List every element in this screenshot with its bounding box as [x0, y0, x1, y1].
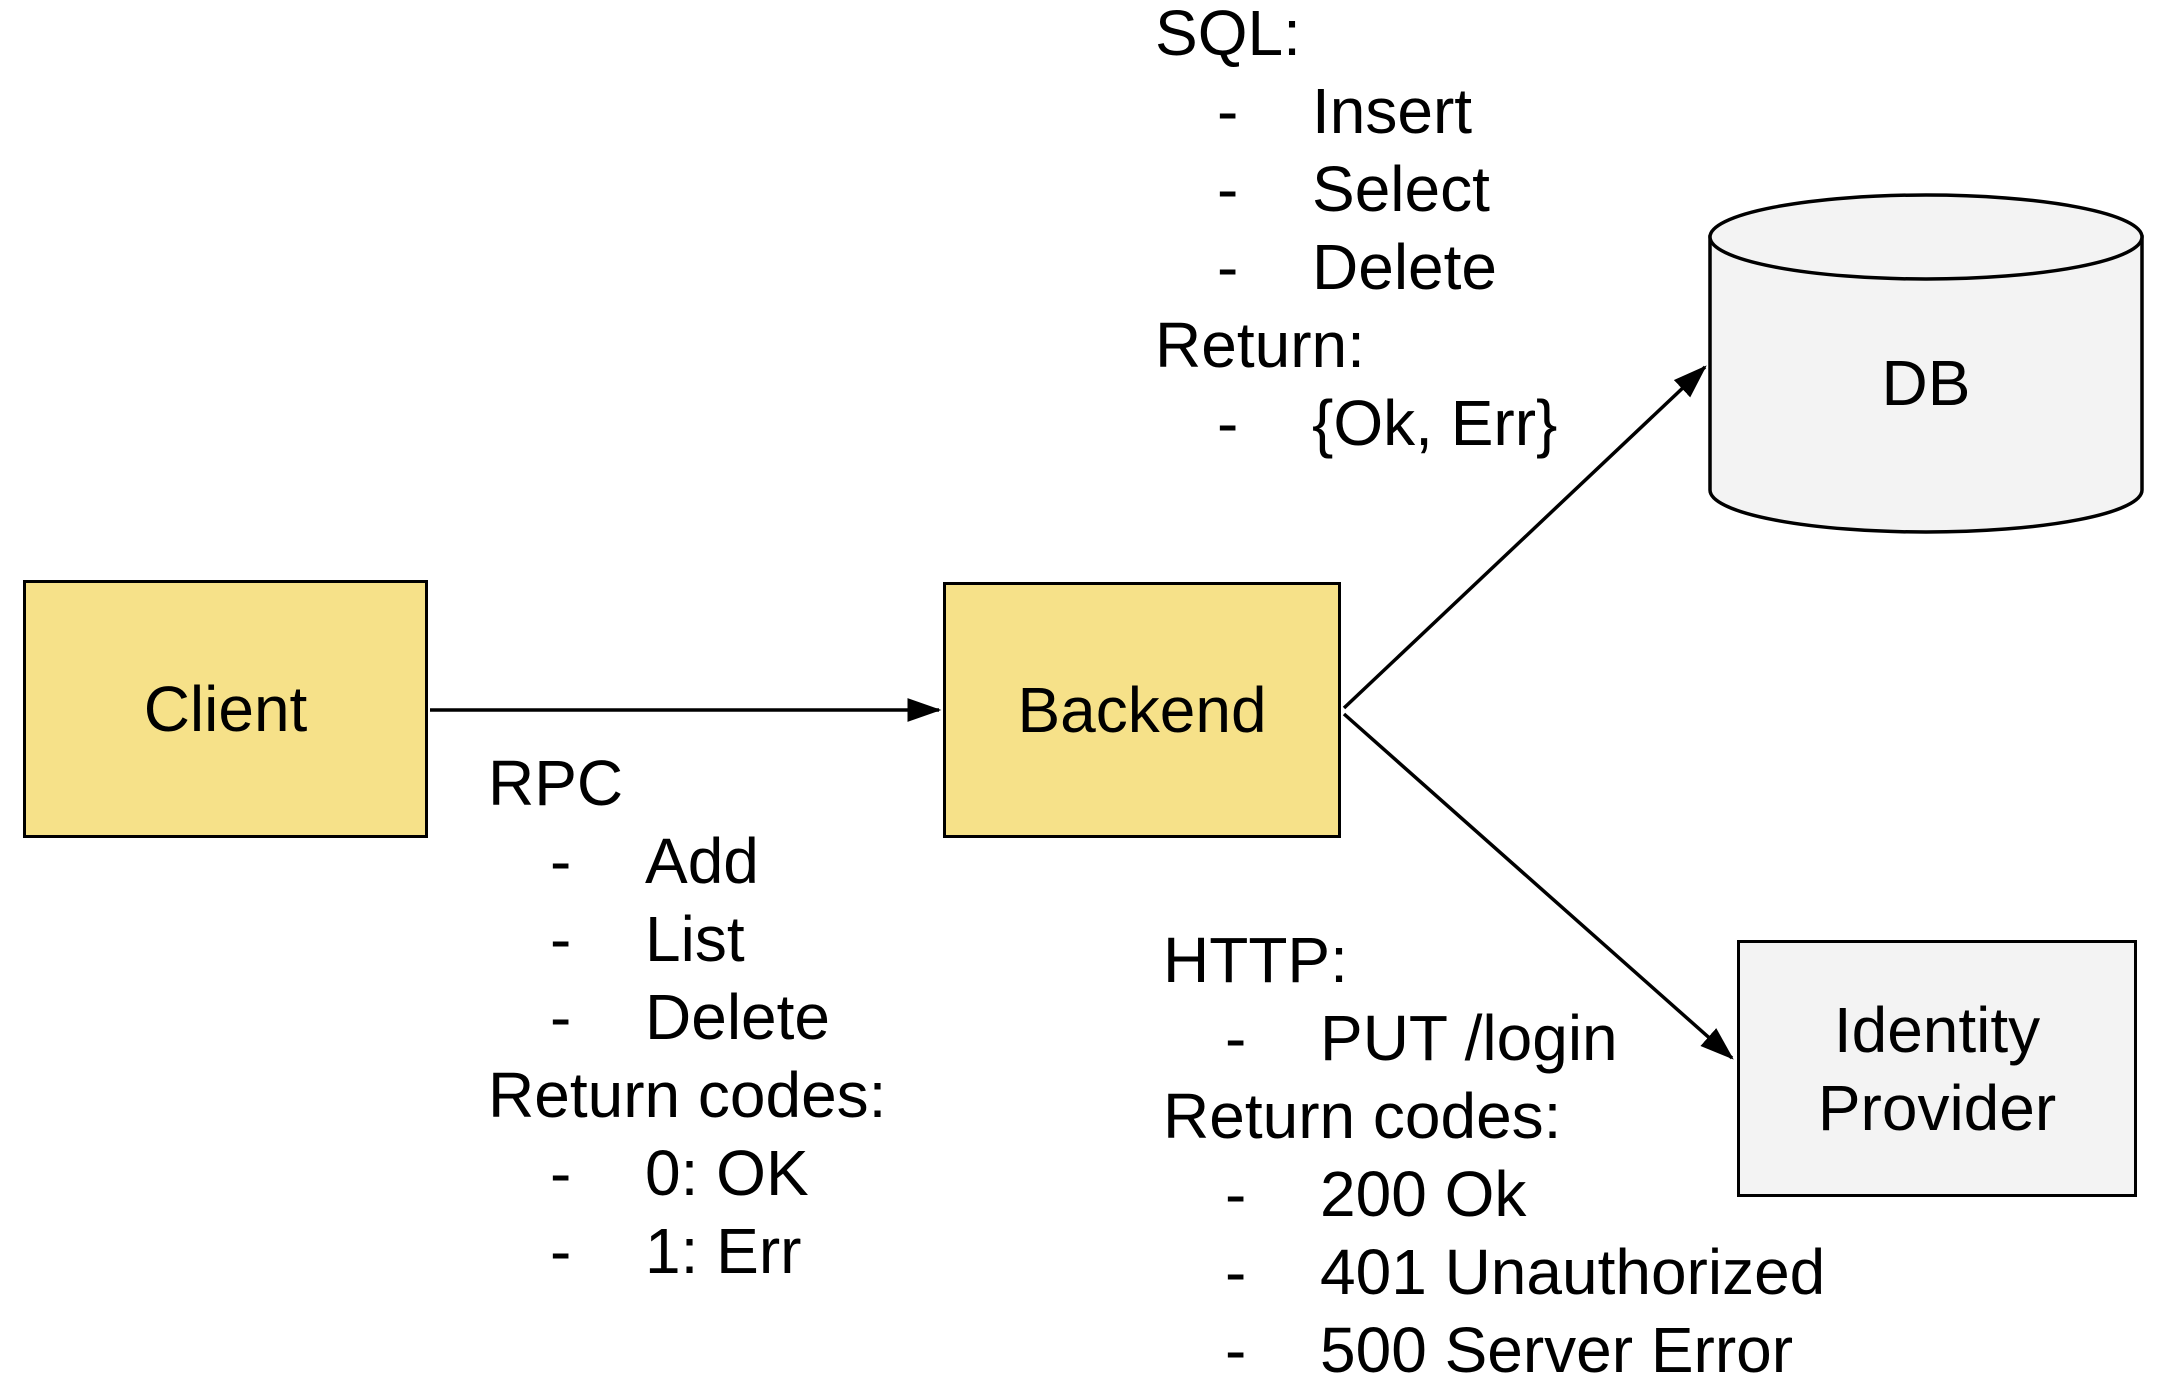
- bullet-dash-icon: -: [1225, 1314, 1247, 1386]
- bullet-dash-icon: -: [1217, 231, 1239, 303]
- node-backend-label: Backend: [1017, 674, 1267, 746]
- bullet-text: List: [645, 903, 745, 975]
- annotation-header: HTTP:: [1163, 924, 1348, 996]
- bullet-dash-icon: -: [1217, 153, 1239, 225]
- annotation-header: SQL:: [1155, 0, 1301, 69]
- node-client-label: Client: [143, 673, 308, 745]
- bullet-dash-icon: -: [550, 825, 572, 897]
- annotation-bullet-item: - 401 Unauthorized: [1163, 1233, 1825, 1311]
- annotation-bullet-item: - 500 Server Error: [1163, 1311, 1825, 1389]
- annotation-header: Return codes:: [488, 1059, 887, 1131]
- bullet-dash-icon: -: [1217, 387, 1239, 459]
- annotation-bullet-item: - Select: [1155, 150, 1557, 228]
- bullet-text: 500 Server Error: [1320, 1314, 1794, 1386]
- bullet-dash-icon: -: [550, 903, 572, 975]
- annotation-bullet-item: - List: [488, 900, 886, 978]
- annotation-bullet-item: - 200 Ok: [1163, 1155, 1825, 1233]
- bullet-dash-icon: -: [550, 981, 572, 1053]
- db-cylinder-body: [1708, 235, 2144, 534]
- annotation-bullet-item: - 0: OK: [488, 1134, 886, 1212]
- annotation-bullet-item: - Delete: [1155, 228, 1557, 306]
- db-cylinder-top: [1708, 193, 2144, 281]
- annotation-bullet-item: - Delete: [488, 978, 886, 1056]
- edge-backend-to-identity-provider: [1342, 712, 1734, 1060]
- annotation-header: Return codes:: [1163, 1080, 1562, 1152]
- bullet-text: {Ok, Err}: [1312, 387, 1558, 459]
- node-db-cylinder: [1708, 193, 2144, 534]
- annotation-header: RPC: [488, 747, 624, 819]
- bullet-text: 401 Unauthorized: [1320, 1236, 1826, 1308]
- annotation-header: Return:: [1155, 309, 1365, 381]
- node-identity-provider: Identity Provider: [1737, 940, 2137, 1197]
- annotation-bullet-item: - PUT /login: [1163, 999, 1825, 1077]
- annotation-bullet-item: - {Ok, Err}: [1155, 384, 1557, 462]
- bullet-text: 1: Err: [645, 1215, 802, 1287]
- bullet-dash-icon: -: [1225, 1158, 1247, 1230]
- node-backend: Backend: [943, 582, 1341, 838]
- annotation-bullet-item: - 1: Err: [488, 1212, 886, 1290]
- annotation-bullet-item: - Add: [488, 822, 886, 900]
- bullet-dash-icon: -: [1225, 1236, 1247, 1308]
- node-identity-provider-label: Identity Provider: [1817, 993, 2057, 1144]
- bullet-text: 0: OK: [645, 1137, 809, 1209]
- bullet-text: Delete: [645, 981, 830, 1053]
- node-client: Client: [23, 580, 428, 838]
- bullet-dash-icon: -: [550, 1215, 572, 1287]
- node-db-label: DB: [1881, 347, 1971, 419]
- annotation-bullet-item: - Insert: [1155, 72, 1557, 150]
- bullet-text: Delete: [1312, 231, 1497, 303]
- bullet-dash-icon: -: [1225, 1002, 1247, 1074]
- bullet-text: PUT /login: [1320, 1002, 1618, 1074]
- bullet-dash-icon: -: [550, 1137, 572, 1209]
- edge-backend-to-db: [1342, 365, 1707, 710]
- bullet-text: Add: [645, 825, 759, 897]
- bullet-text: Insert: [1312, 75, 1473, 147]
- bullet-dash-icon: -: [1217, 75, 1239, 147]
- bullet-text: Select: [1312, 153, 1490, 225]
- bullet-text: 200 Ok: [1320, 1158, 1527, 1230]
